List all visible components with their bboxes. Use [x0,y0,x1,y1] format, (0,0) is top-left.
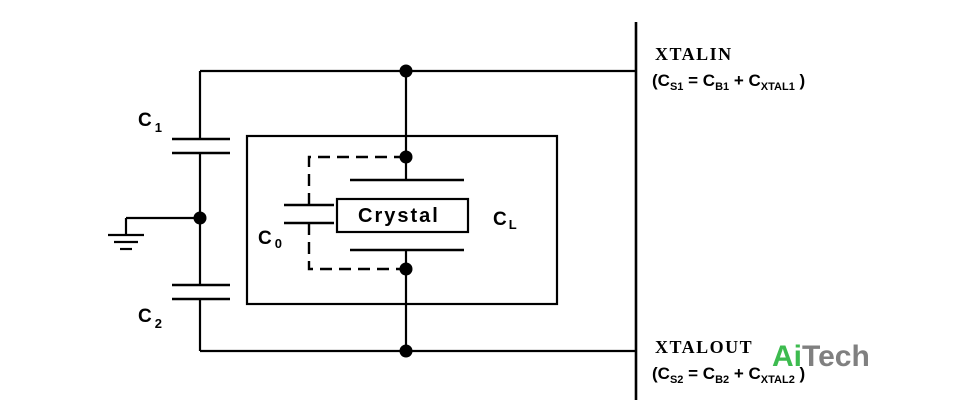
c0-dashed-path-bottom [307,223,406,271]
watermark-logo: AiTech [772,340,870,373]
junction-dot [399,64,413,78]
crystal-body [335,197,470,234]
crystal-label: Crystal [358,205,440,227]
xtalout-formula: (CS2 = CB2 + CXTAL2 ) [652,364,805,386]
cl-box [245,134,559,306]
xtalin-formula: (CS1 = CB1 + CXTAL1 ) [652,71,805,93]
watermark-ai: Ai [772,340,802,373]
c0-dashed-path-top [307,155,406,205]
junction-dot [399,262,413,276]
ground-icon [108,233,144,251]
junction-dot [399,150,413,164]
junction-dot [399,344,413,358]
watermark-tech: Tech [802,340,870,373]
xtalout-label: XTALOUT [655,337,753,357]
xtalin-label: XTALIN [655,44,733,64]
junction-dot [193,211,207,225]
